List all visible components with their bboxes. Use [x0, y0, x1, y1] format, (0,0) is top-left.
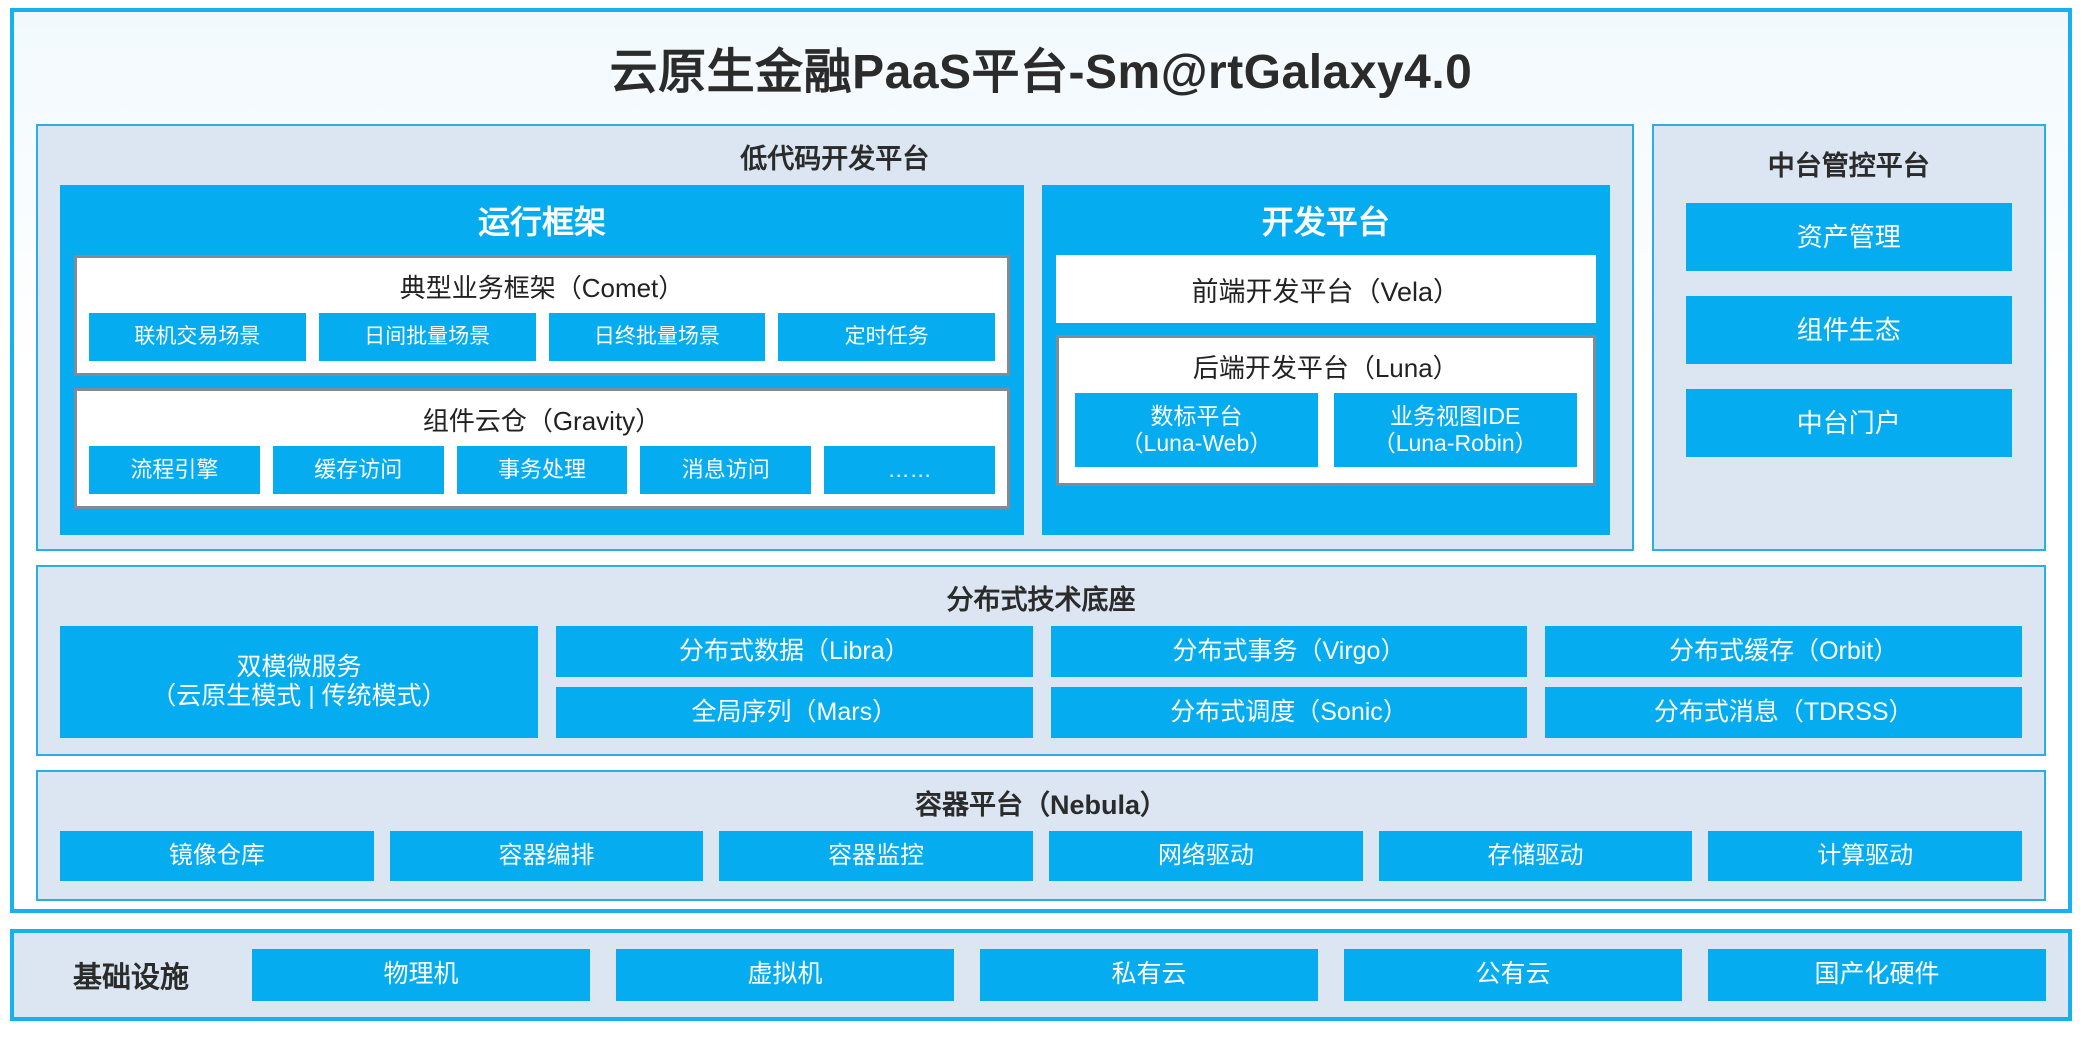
tech-base-column-1: 分布式数据（Libra） 全局序列（Mars）	[556, 626, 1033, 738]
backend-dev-platform-card: 后端开发平台（Luna） 数标平台 （Luna-Web） 业务视图IDE （Lu…	[1056, 335, 1596, 486]
container-platform-title: 容器平台（Nebula）	[914, 790, 1168, 820]
comet-item-daytime-batch[interactable]: 日间批量场景	[318, 313, 536, 361]
container-platform-panel: 容器平台（Nebula） 镜像仓库 容器编排 容器监控 网络驱动 存储驱动 计算…	[36, 770, 2046, 901]
container-item-image-registry[interactable]: 镜像仓库	[60, 831, 374, 881]
midoffice-platform-panel: 中台管控平台 资产管理 组件生态 中台门户	[1651, 124, 2046, 551]
gravity-items: 流程引擎 缓存访问 事务处理 消息访问 ……	[77, 446, 1007, 506]
luna-item-luna-robin[interactable]: 业务视图IDE （Luna-Robin）	[1333, 393, 1577, 467]
infrastructure-item-public-cloud[interactable]: 公有云	[1344, 949, 1682, 1001]
lowcode-platform-body: 运行框架 典型业务框架（Comet） 联机交易场景 日间批量场景 日终批量场景 …	[38, 185, 1632, 535]
runtime-framework-block: 运行框架 典型业务框架（Comet） 联机交易场景 日间批量场景 日终批量场景 …	[60, 185, 1024, 535]
tech-item-mars[interactable]: 全局序列（Mars）	[556, 687, 1033, 738]
tech-item-virgo[interactable]: 分布式事务（Virgo）	[1050, 626, 1528, 677]
infrastructure-item-domestic-hardware[interactable]: 国产化硬件	[1708, 949, 2046, 1001]
container-item-orchestration[interactable]: 容器编排	[389, 831, 704, 881]
lowcode-platform-panel: 低代码开发平台 运行框架 典型业务框架（Comet） 联机交易场景 日间批量场景…	[36, 124, 1634, 551]
infrastructure-item-physical-machine[interactable]: 物理机	[252, 949, 590, 1001]
comet-card: 典型业务框架（Comet） 联机交易场景 日间批量场景 日终批量场景 定时任务	[74, 255, 1010, 376]
container-item-network-driver[interactable]: 网络驱动	[1049, 831, 1363, 881]
gravity-item-process-engine[interactable]: 流程引擎	[89, 446, 260, 494]
comet-items: 联机交易场景 日间批量场景 日终批量场景 定时任务	[77, 313, 1007, 373]
infrastructure-label: 基础设施	[72, 962, 189, 994]
dual-mode-name: 双模微服务	[236, 652, 362, 681]
backend-dev-platform-title: 后端开发平台（Luna）	[1192, 353, 1459, 383]
midoffice-item-component-ecosystem[interactable]: 组件生态	[1685, 296, 2012, 364]
comet-item-scheduled-task[interactable]: 定时任务	[778, 313, 995, 361]
gravity-item-transaction[interactable]: 事务处理	[456, 446, 628, 494]
runtime-framework-title: 运行框架	[477, 204, 606, 240]
tech-base-column-3: 分布式缓存（Orbit） 分布式消息（TDRSS）	[1545, 626, 2023, 738]
midoffice-item-asset-management[interactable]: 资产管理	[1685, 203, 2012, 271]
backend-dev-platform-items: 数标平台 （Luna-Web） 业务视图IDE （Luna-Robin）	[1059, 393, 1593, 483]
luna-robin-name: 业务视图IDE	[1389, 402, 1521, 429]
tech-item-dual-mode-microservice[interactable]: 双模微服务 （云原生模式 | 传统模式）	[60, 626, 538, 738]
lowcode-platform-title: 低代码开发平台	[740, 144, 930, 174]
gravity-card: 组件云仓（Gravity） 流程引擎 缓存访问 事务处理 消息访问 ……	[74, 388, 1010, 509]
tech-base-title: 分布式技术底座	[946, 585, 1136, 615]
dual-mode-sub: （云原生模式 | 传统模式）	[151, 682, 447, 710]
gravity-item-more[interactable]: ……	[824, 446, 995, 494]
luna-web-name: 数标平台	[1150, 402, 1243, 429]
luna-item-luna-web[interactable]: 数标平台 （Luna-Web）	[1075, 393, 1318, 467]
page-title: 云原生金融PaaS平台-Sm@rtGalaxy4.0	[609, 46, 1473, 99]
container-platform-items: 镜像仓库 容器编排 容器监控 网络驱动 存储驱动 计算驱动	[38, 831, 2044, 881]
midoffice-platform-title: 中台管控平台	[1767, 151, 1930, 181]
frontend-dev-platform-card[interactable]: 前端开发平台（Vela）	[1056, 255, 1596, 323]
tech-item-orbit[interactable]: 分布式缓存（Orbit）	[1545, 626, 2023, 677]
midoffice-item-portal[interactable]: 中台门户	[1685, 389, 2012, 457]
gravity-title: 组件云仓（Gravity）	[422, 406, 662, 436]
comet-item-eod-batch[interactable]: 日终批量场景	[548, 313, 766, 361]
tech-base-wide-column: 双模微服务 （云原生模式 | 传统模式）	[60, 626, 538, 738]
tech-base-panel: 分布式技术底座 双模微服务 （云原生模式 | 传统模式） 分布式数据（Libra…	[36, 565, 2046, 756]
main-frame: 云原生金融PaaS平台-Sm@rtGalaxy4.0 低代码开发平台 运行框架 …	[10, 8, 2072, 913]
luna-robin-code: （Luna-Robin）	[1372, 430, 1538, 456]
gravity-item-cache-access[interactable]: 缓存访问	[272, 446, 444, 494]
infrastructure-item-virtual-machine[interactable]: 虚拟机	[616, 949, 954, 1001]
midoffice-items: 资产管理 组件生态 中台门户	[1654, 197, 2044, 483]
dev-platform-block: 开发平台 前端开发平台（Vela） 后端开发平台（Luna） 数标平台 （Lun…	[1042, 185, 1610, 535]
container-item-monitoring[interactable]: 容器监控	[719, 831, 1034, 881]
infrastructure-item-private-cloud[interactable]: 私有云	[980, 949, 1318, 1001]
comet-title: 典型业务框架（Comet）	[399, 273, 685, 303]
tech-item-libra[interactable]: 分布式数据（Libra）	[556, 626, 1033, 677]
dev-platform-title: 开发平台	[1261, 204, 1390, 240]
container-item-compute-driver[interactable]: 计算驱动	[1708, 831, 2023, 881]
gravity-item-message-access[interactable]: 消息访问	[640, 446, 812, 494]
tech-item-tdrss[interactable]: 分布式消息（TDRSS）	[1545, 687, 2023, 738]
top-row: 低代码开发平台 运行框架 典型业务框架（Comet） 联机交易场景 日间批量场景…	[36, 124, 2046, 551]
luna-web-code: （Luna-Web）	[1120, 430, 1273, 456]
comet-item-online-trade[interactable]: 联机交易场景	[89, 313, 306, 361]
tech-base-body: 双模微服务 （云原生模式 | 传统模式） 分布式数据（Libra） 全局序列（M…	[38, 626, 2044, 738]
infrastructure-panel: 基础设施 物理机 虚拟机 私有云 公有云 国产化硬件	[10, 929, 2072, 1021]
container-item-storage-driver[interactable]: 存储驱动	[1378, 831, 1693, 881]
tech-base-column-2: 分布式事务（Virgo） 分布式调度（Sonic）	[1050, 626, 1528, 738]
tech-item-sonic[interactable]: 分布式调度（Sonic）	[1050, 687, 1528, 738]
